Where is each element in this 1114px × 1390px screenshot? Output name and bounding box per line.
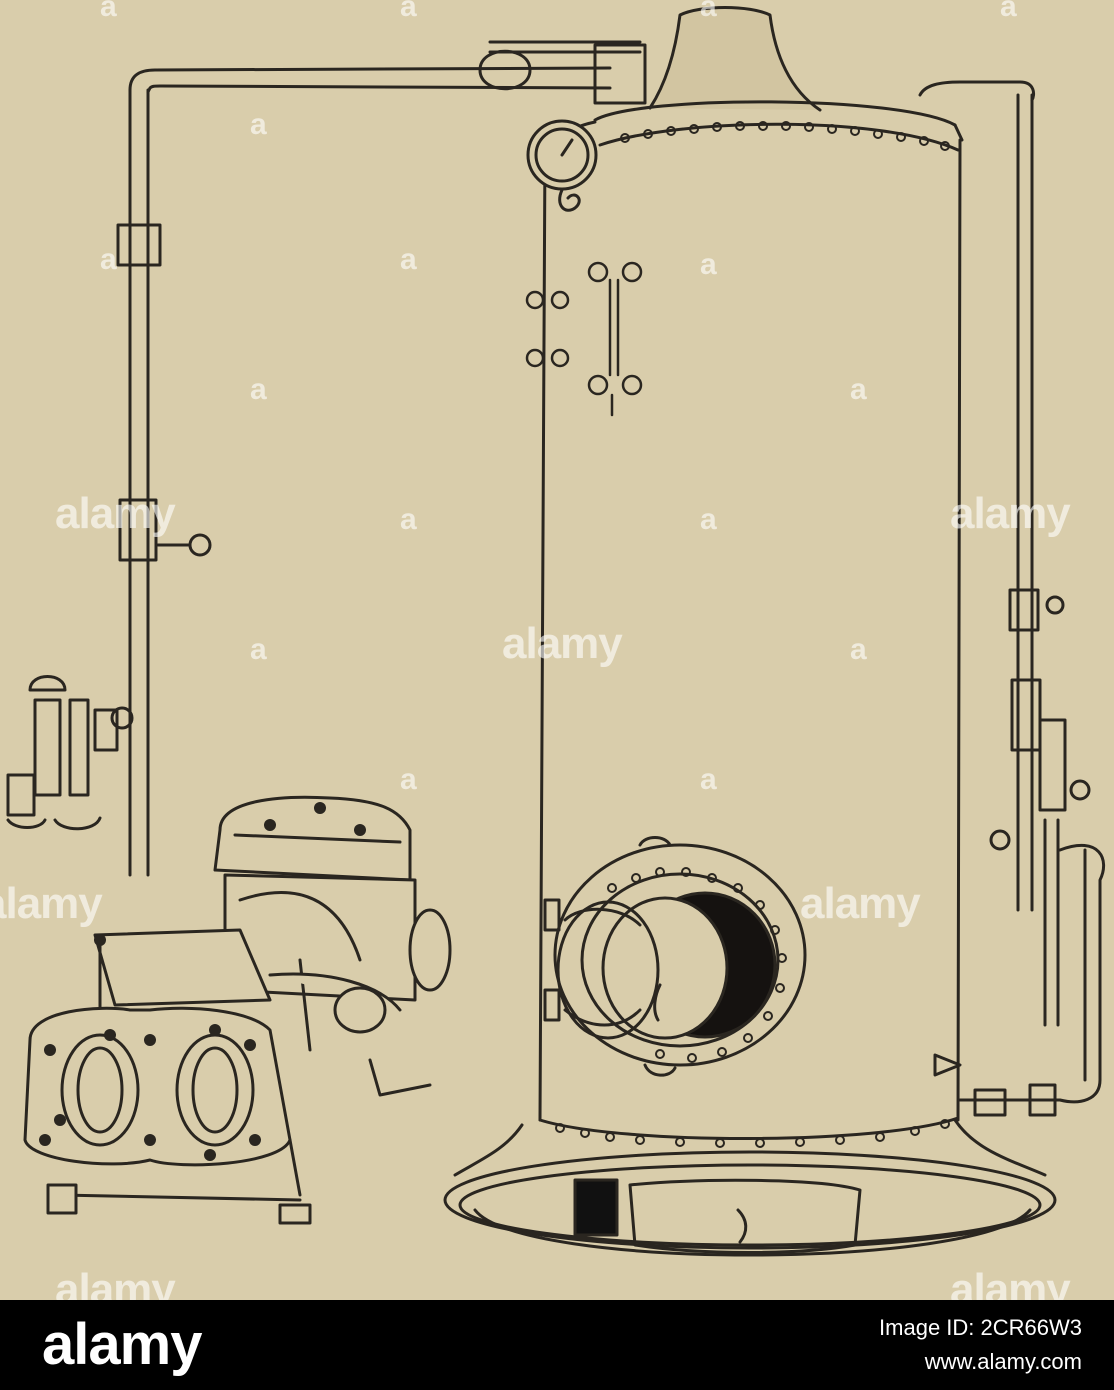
- watermark-letter: a: [400, 763, 417, 796]
- illustration: a a a a a a a a a a a a a a a a alamy al…: [0, 0, 1106, 1312]
- pressure-gauge-icon: [526, 119, 598, 212]
- watermark-letter: a: [1000, 0, 1017, 23]
- watermark-letter: a: [250, 373, 267, 406]
- watermark-letter: a: [700, 248, 717, 281]
- image-id-label: Image ID: 2CR66W3: [879, 1315, 1082, 1340]
- gauge-glass: [525, 261, 643, 417]
- watermark-letter: a: [700, 503, 717, 536]
- steam-pipe-top: [128, 88, 150, 877]
- watermark-letter: a: [100, 0, 117, 23]
- watermark-text: alamy: [950, 489, 1071, 538]
- bottom-rivets: [555, 1119, 950, 1148]
- watermark-text: alamy: [0, 879, 103, 928]
- watermark-letter: a: [400, 243, 417, 276]
- top-rivets: [620, 121, 950, 151]
- watermark-letter: a: [400, 503, 417, 536]
- boiler-base: [453, 1123, 524, 1177]
- watermark-letter: a: [700, 0, 717, 23]
- watermark-text: alamy: [502, 619, 623, 668]
- base-pan: [443, 1150, 1057, 1250]
- lubricator: [6, 675, 134, 831]
- watermark-text: alamy: [55, 489, 176, 538]
- watermark-letter: a: [100, 243, 117, 276]
- boiler-top: [593, 100, 957, 127]
- watermark-letter: a: [250, 108, 267, 141]
- watermark-letter: a: [400, 0, 417, 23]
- feed-pump: [23, 795, 452, 1225]
- boiler-line-drawing: [6, 6, 1106, 1257]
- site-url: www.alamy.com: [924, 1349, 1082, 1374]
- alamy-logo: alamy: [42, 1312, 202, 1377]
- watermark-letter: a: [850, 373, 867, 406]
- watermark-text: alamy: [800, 879, 921, 928]
- fire-door: [543, 836, 807, 1077]
- pump-bolts: [39, 802, 366, 1161]
- boiler-dome: [648, 6, 822, 112]
- footer-bar: alamy Image ID: 2CR66W3 www.alamy.com: [0, 1300, 1114, 1390]
- watermark-letter: a: [700, 763, 717, 796]
- watermark-letter: a: [250, 633, 267, 666]
- watermark-letter: a: [850, 633, 867, 666]
- right-pipe: [1016, 93, 1034, 912]
- top-valve: [478, 49, 532, 91]
- ash-door: [573, 1178, 619, 1237]
